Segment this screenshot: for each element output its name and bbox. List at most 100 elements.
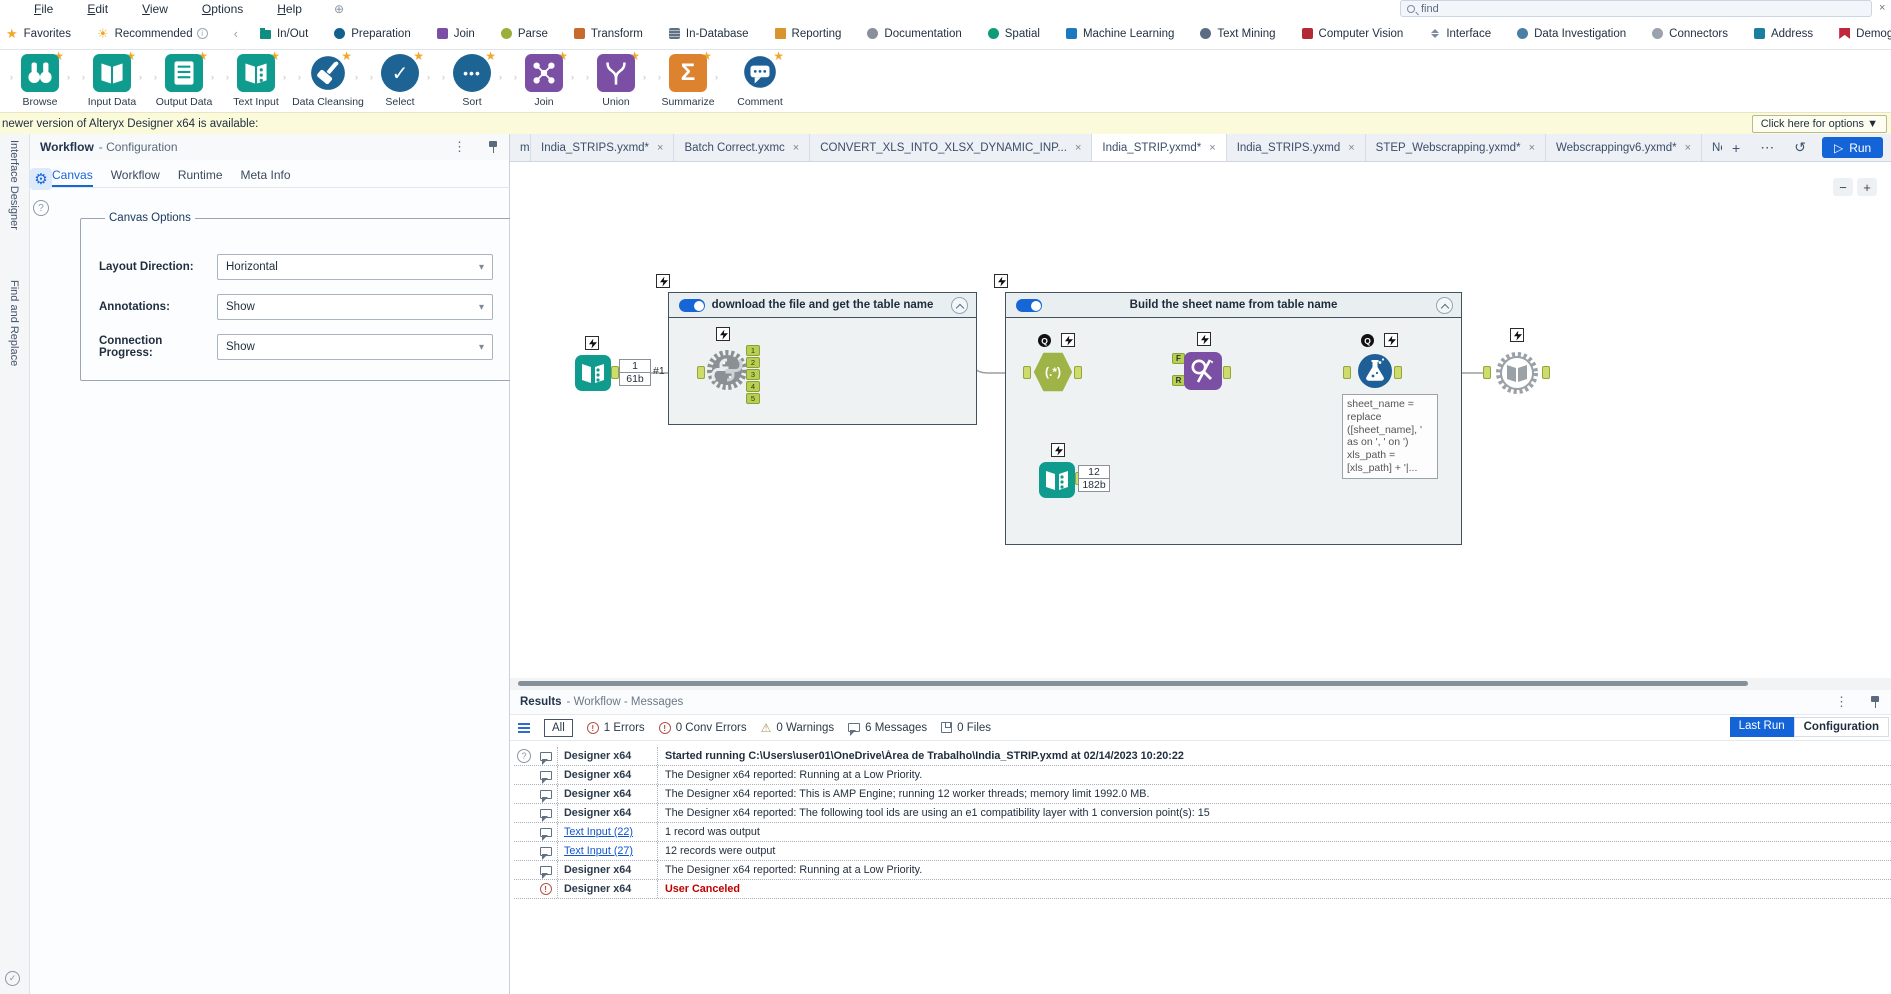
container-toggle[interactable] <box>1016 299 1042 312</box>
document-tab[interactable]: Webscrappingv6.yxmd* × <box>1546 134 1703 161</box>
tool-data-cleansing[interactable]: ★ › › Data Cleansing <box>292 50 364 112</box>
close-icon[interactable]: × <box>1684 141 1692 154</box>
tool-comment[interactable]: ★ Comment <box>724 50 796 112</box>
category-text-mining[interactable]: Text Mining <box>1200 28 1276 40</box>
message-row[interactable]: Designer x64 The Designer x64 reported: … <box>514 804 1891 823</box>
category-computer-vision[interactable]: Computer Vision <box>1301 28 1403 40</box>
more-options-icon[interactable]: ⋮ <box>453 139 466 154</box>
python-output-anchor-3[interactable]: 3 <box>746 369 760 380</box>
category-machine-learning[interactable]: Machine Learning <box>1065 28 1174 40</box>
input-anchor[interactable] <box>697 366 705 379</box>
collapse-button[interactable] <box>1436 297 1453 314</box>
collapse-button[interactable] <box>951 297 968 314</box>
tool-sort[interactable]: ★ › › ••• Sort <box>436 50 508 112</box>
python-output-anchor-5[interactable]: 5 <box>746 393 760 404</box>
help-icon[interactable]: ? <box>33 200 49 216</box>
text-input-tool[interactable] <box>1039 462 1075 498</box>
python-tool[interactable] <box>705 348 749 392</box>
python-output-anchor-4[interactable]: 4 <box>746 381 760 392</box>
zoom-out-button[interactable]: − <box>1833 178 1853 196</box>
category-address[interactable]: Address <box>1753 28 1813 40</box>
formula-tool[interactable] <box>1356 352 1394 390</box>
output-anchor[interactable] <box>1394 366 1402 379</box>
document-tab[interactable]: CONVERT_XLS_INTO_XLSX_DYNAMIC_INP... × <box>810 134 1093 161</box>
tool-output-data[interactable]: ★ › › Output Data <box>148 50 220 112</box>
tool-summarize[interactable]: ★ › › Σ Summarize <box>652 50 724 112</box>
category-favorites[interactable]: ★ Favorites <box>6 27 71 40</box>
zoom-in-button[interactable]: + <box>1857 178 1877 196</box>
category-parse[interactable]: Parse <box>500 28 548 40</box>
document-tab-active[interactable]: India_STRIP.yxmd* × <box>1092 134 1227 161</box>
message-row[interactable]: Text Input (22) 1 record was output <box>514 823 1891 842</box>
message-row[interactable]: Designer x64 The Designer x64 reported: … <box>514 766 1891 785</box>
document-tab[interactable]: India_STRIPS.yxmd* × <box>531 134 675 161</box>
pin-icon[interactable] <box>488 140 499 154</box>
text-input-tool[interactable] <box>575 355 611 391</box>
menu-options[interactable]: Options <box>201 2 244 16</box>
more-options-icon[interactable]: ⋮ <box>1835 694 1848 709</box>
find-replace-tool[interactable] <box>1184 352 1222 390</box>
close-icon[interactable]: × <box>1528 141 1535 154</box>
tool-join[interactable]: ★ › › Join <box>508 50 580 112</box>
document-tab[interactable]: md × <box>510 134 531 161</box>
message-row[interactable]: Designer x64 The Designer x64 reported: … <box>514 861 1891 880</box>
menu-edit[interactable]: Edit <box>87 2 109 16</box>
category-recommended[interactable]: ☀ Recommended i <box>97 27 208 40</box>
document-tab[interactable]: Batch Correct.yxmc × <box>674 134 811 161</box>
output-anchor[interactable] <box>1223 366 1231 379</box>
layout-direction-select[interactable]: Horizontal ▾ <box>217 254 493 280</box>
document-tab[interactable]: New W <box>1702 134 1722 161</box>
tool-annotation[interactable]: sheet_name = replace ([sheet_name], ' as… <box>1342 394 1438 479</box>
globe-icon[interactable]: ⊕ <box>333 2 344 16</box>
macro-tool[interactable] <box>1494 350 1540 396</box>
python-output-anchor-1[interactable]: 1 <box>746 345 760 356</box>
new-tab-button[interactable]: + <box>1732 139 1741 156</box>
canvas-scrollbar[interactable] <box>510 678 1891 690</box>
input-anchor[interactable] <box>1483 366 1491 379</box>
close-icon[interactable]: × <box>1879 2 1886 14</box>
workflow-canvas[interactable]: − + download the file and get the table … <box>510 162 1891 678</box>
document-tab[interactable]: STEP_Webscrapping.yxmd* × <box>1366 134 1546 161</box>
tab-runtime[interactable]: Runtime <box>177 168 223 182</box>
filter-messages[interactable]: 6 Messages <box>848 722 927 736</box>
category-in-database[interactable]: In-Database <box>668 28 749 40</box>
output-anchor[interactable] <box>611 366 619 379</box>
run-button[interactable]: ▷ Run <box>1821 137 1884 158</box>
category-in-out[interactable]: In/Out <box>259 28 308 40</box>
tab-meta-info[interactable]: Meta Info <box>240 168 291 182</box>
sidebar-item-interface-designer[interactable]: Interface Designer <box>8 140 20 230</box>
regex-tool[interactable]: (.*) <box>1033 352 1073 392</box>
tool-browse[interactable]: ★ › › Browse <box>4 50 76 112</box>
container-toggle[interactable] <box>679 299 705 312</box>
options-button[interactable]: Click here for options ▼ <box>1751 115 1887 133</box>
message-source-link[interactable]: Text Input (22) <box>558 823 658 841</box>
message-row[interactable]: Text Input (27) 12 records were output <box>514 842 1891 861</box>
close-icon[interactable]: × <box>792 141 800 154</box>
tool-input-data[interactable]: ★ › › Input Data <box>76 50 148 112</box>
list-view-icon[interactable] <box>518 722 530 725</box>
menu-file[interactable]: File <box>34 2 54 16</box>
filter-files[interactable]: 0 Files <box>941 722 991 734</box>
category-documentation[interactable]: Documentation <box>867 28 962 40</box>
filter-all[interactable]: All <box>544 718 573 737</box>
last-run-button[interactable]: Last Run <box>1729 717 1794 737</box>
message-source-link[interactable]: Text Input (27) <box>558 842 658 860</box>
menu-view[interactable]: View <box>142 2 168 16</box>
message-row[interactable]: Designer x64 The Designer x64 reported: … <box>514 785 1891 804</box>
close-icon[interactable]: × <box>657 141 664 154</box>
category-join[interactable]: Join <box>436 28 475 40</box>
tab-canvas[interactable]: Canvas <box>52 168 93 187</box>
find-search-input[interactable]: find <box>1400 0 1872 17</box>
category-data-investigation[interactable]: Data Investigation <box>1517 28 1626 40</box>
pin-icon[interactable] <box>1870 695 1881 709</box>
filter-warnings[interactable]: ⚠ 0 Warnings <box>761 721 835 735</box>
category-interface[interactable]: Interface <box>1429 28 1491 40</box>
help-icon[interactable]: ? <box>517 749 531 763</box>
connection-progress-select[interactable]: Show ▾ <box>217 334 493 360</box>
category-transform[interactable]: Transform <box>573 28 643 40</box>
category-spatial[interactable]: Spatial <box>987 28 1040 40</box>
category-demographic-analysis[interactable]: Demographic Analysis <box>1839 28 1891 40</box>
input-anchor[interactable] <box>1343 366 1351 379</box>
close-icon[interactable]: × <box>1348 141 1355 154</box>
collapse-chevron-icon[interactable]: ‹ <box>233 26 238 41</box>
